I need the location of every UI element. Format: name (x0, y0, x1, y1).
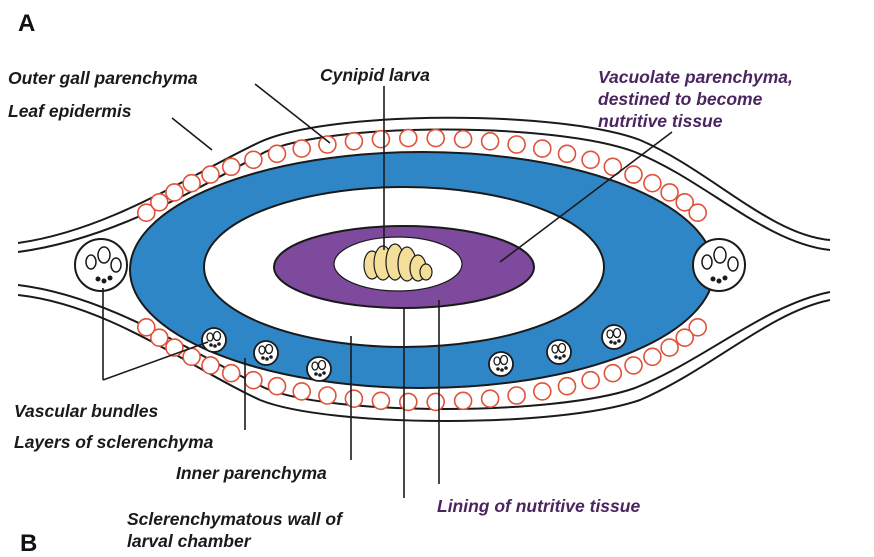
label-scler-wall-line2: larval chamber (127, 531, 252, 551)
small-vascular-bundle (254, 341, 278, 365)
parenchyma-cell (582, 151, 599, 168)
parenchyma-cell (223, 158, 240, 175)
parenchyma-cell (245, 151, 262, 168)
parenchyma-cell (293, 140, 310, 157)
parenchyma-cell (625, 357, 642, 374)
parenchyma-cell (400, 130, 417, 147)
label-lining-of-nutritive-tissue: Lining of nutritive tissue (437, 496, 640, 516)
leader-outer-gall-parenchyma (255, 84, 330, 143)
parenchyma-cell (223, 365, 240, 382)
parenchyma-cell (661, 339, 678, 356)
parenchyma-cell (508, 387, 525, 404)
parenchyma-cell (455, 392, 472, 409)
parenchyma-cell (482, 390, 499, 407)
label-outer-gall-parenchyma: Outer gall parenchyma (8, 68, 198, 88)
parenchyma-cell (534, 383, 551, 400)
small-vascular-bundle (602, 325, 626, 349)
parenchyma-cell (455, 131, 472, 148)
small-vascular-bundle (307, 357, 331, 381)
parenchyma-cell (345, 133, 362, 150)
label-vacuolate-line1: Vacuolate parenchyma, (598, 67, 793, 87)
parenchyma-cell (372, 131, 389, 148)
parenchyma-cell (661, 184, 678, 201)
parenchyma-cell (183, 175, 200, 192)
lateral-vascular-bundle-left (75, 239, 127, 291)
parenchyma-cell (559, 378, 576, 395)
parenchyma-cell (427, 130, 444, 147)
parenchyma-cell (202, 357, 219, 374)
panel-label-a: A (18, 10, 35, 37)
label-scler-wall-line1: Sclerenchymatous wall of (127, 509, 344, 529)
label-vacuolate-line3: nutritive tissue (598, 111, 723, 131)
panel-label-b: B (20, 530, 37, 557)
parenchyma-cell (508, 136, 525, 153)
parenchyma-cell (644, 175, 661, 192)
parenchyma-cell (372, 392, 389, 409)
parenchyma-cell (345, 390, 362, 407)
label-vacuolate-line2: destined to become (598, 89, 763, 109)
parenchyma-cell (676, 329, 693, 346)
parenchyma-cell (245, 372, 262, 389)
parenchyma-cell (689, 204, 706, 221)
parenchyma-cell (427, 393, 444, 410)
small-vascular-bundle (202, 328, 226, 352)
parenchyma-cell (319, 136, 336, 153)
parenchyma-cell (269, 378, 286, 395)
lateral-vascular-bundle-right (693, 239, 745, 291)
parenchyma-cell (400, 393, 417, 410)
leader-leaf-epidermis (172, 118, 212, 150)
parenchyma-cell (482, 133, 499, 150)
parenchyma-cell (604, 365, 621, 382)
parenchyma-cell (138, 319, 155, 336)
parenchyma-cell (559, 145, 576, 162)
label-leaf-epidermis: Leaf epidermis (8, 101, 132, 121)
label-inner-parenchyma: Inner parenchyma (176, 463, 327, 483)
parenchyma-cell (582, 372, 599, 389)
parenchyma-cell (151, 194, 168, 211)
small-vascular-bundle (547, 340, 571, 364)
label-cynipid-larva: Cynipid larva (320, 65, 430, 85)
small-vascular-bundle (489, 352, 513, 376)
parenchyma-cell (644, 348, 661, 365)
parenchyma-cell (293, 383, 310, 400)
parenchyma-cell (166, 184, 183, 201)
parenchyma-cell (269, 145, 286, 162)
parenchyma-cell (319, 387, 336, 404)
parenchyma-cell (534, 140, 551, 157)
parenchyma-cell (625, 166, 642, 183)
label-layers-of-sclerenchyma: Layers of sclerenchyma (14, 432, 214, 452)
parenchyma-cell (202, 166, 219, 183)
label-vascular-bundles: Vascular bundles (14, 401, 159, 421)
